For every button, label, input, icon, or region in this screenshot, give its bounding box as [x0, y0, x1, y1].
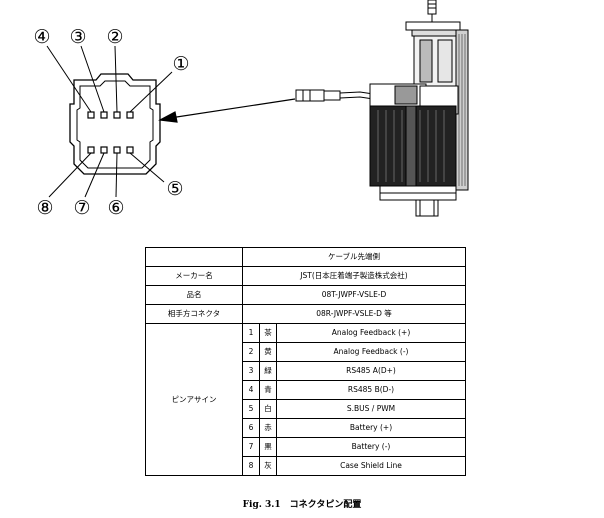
pin-number: 6	[242, 418, 260, 438]
pin-signal: Analog Feedback (+)	[276, 323, 466, 343]
pin-number: 5	[242, 399, 260, 419]
wire-color: 黒	[259, 437, 277, 457]
pin-number: 2	[242, 342, 260, 362]
callout-pin-1: ①	[172, 53, 189, 75]
pin-row: 6 赤 Battery (+)	[146, 418, 466, 438]
wire-color: 赤	[259, 418, 277, 438]
connector-pins	[87, 111, 134, 154]
pin-8-socket	[87, 146, 95, 154]
pin-7-socket	[100, 146, 108, 154]
pin-1-socket	[126, 111, 134, 119]
pin-signal: RS485 A(D+)	[276, 361, 466, 381]
row-value: 08R-JWPF-VSLE-D 等	[242, 304, 466, 324]
figure-caption: Fig. 3.1 コネクタピン配置	[242, 500, 362, 510]
pin-spec-table: ケーブル先端側 メーカー名 JST(日本圧着端子製造株式会社) 品名 08T-J…	[145, 247, 466, 476]
table-header-row: ケーブル先端側	[145, 247, 466, 267]
row-label: 相手方コネクタ	[145, 304, 243, 324]
pin-signal: Case Shield Line	[276, 456, 466, 476]
cable-end-header: ケーブル先端側	[242, 247, 466, 267]
callout-pin-3: ③	[69, 26, 86, 48]
leader-lines	[46, 45, 173, 198]
table-row: メーカー名 JST(日本圧着端子製造株式会社)	[145, 266, 466, 286]
pin-signal: Analog Feedback (-)	[276, 342, 466, 362]
pin-2-socket	[113, 111, 121, 119]
pin-6-socket	[113, 146, 121, 154]
callout-pin-2: ②	[106, 26, 123, 48]
servo-body	[369, 0, 469, 217]
wire-color: 灰	[259, 456, 277, 476]
pin-number: 1	[242, 323, 260, 343]
callout-pin-4: ④	[33, 26, 50, 48]
pin-row: 8 灰 Case Shield Line	[146, 456, 466, 476]
pin-5-socket	[126, 146, 134, 154]
row-label: メーカー名	[145, 266, 243, 286]
pin-number: 7	[242, 437, 260, 457]
callout-pin-5: ⑤	[166, 178, 183, 200]
callout-pin-7: ⑦	[73, 197, 90, 219]
row-value: JST(日本圧着端子製造株式会社)	[242, 266, 466, 286]
pin-number: 8	[242, 456, 260, 476]
pin-3-socket	[100, 111, 108, 119]
table-row: 品名 08T-JWPF-VSLE-D	[145, 285, 466, 305]
connector-diagram: ① ② ③ ④ ⑤ ⑥ ⑦ ⑧	[33, 0, 469, 219]
pin-number: 4	[242, 380, 260, 400]
pointer-arrow	[158, 98, 296, 123]
pin-4-socket	[87, 111, 95, 119]
wire-color: 白	[259, 399, 277, 419]
pin-signal: Battery (-)	[276, 437, 466, 457]
pin-signal: S.BUS / PWM	[276, 399, 466, 419]
pin-assign-label: ピンアサイン	[145, 323, 243, 476]
pin-signal: Battery (+)	[276, 418, 466, 438]
callout-pin-6: ⑥	[107, 197, 124, 219]
pin-row: ピンアサイン 1 茶 Analog Feedback (+)	[145, 323, 466, 476]
table-row: 相手方コネクタ 08R-JWPF-VSLE-D 等	[145, 304, 466, 324]
wire-color: 緑	[259, 361, 277, 381]
wire-color: 青	[259, 380, 277, 400]
row-value: 08T-JWPF-VSLE-D	[242, 285, 466, 305]
callout-pin-8: ⑧	[36, 197, 53, 219]
pin-number: 3	[242, 361, 260, 381]
wire-color: 茶	[259, 323, 277, 343]
row-label: 品名	[145, 285, 243, 305]
wire-color: 黄	[259, 342, 277, 362]
pin-signal: RS485 B(D-)	[276, 380, 466, 400]
connector-outline	[69, 73, 161, 175]
